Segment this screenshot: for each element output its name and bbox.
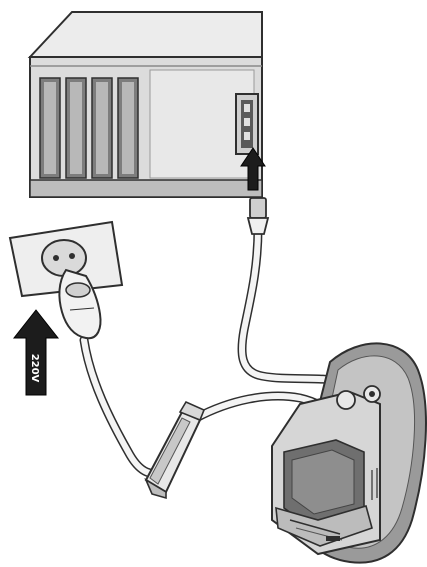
power-socket-icon <box>42 240 86 276</box>
usb-port-panel <box>236 94 258 154</box>
voltage-label: 220V <box>29 354 40 383</box>
data-connector <box>146 402 204 498</box>
computer-case-top <box>30 12 262 57</box>
usb-connector <box>248 198 268 234</box>
power-arrow: 220V <box>14 310 58 395</box>
cradle-port-1 <box>337 391 355 409</box>
power-cable <box>84 340 165 474</box>
computer-case <box>30 12 262 197</box>
